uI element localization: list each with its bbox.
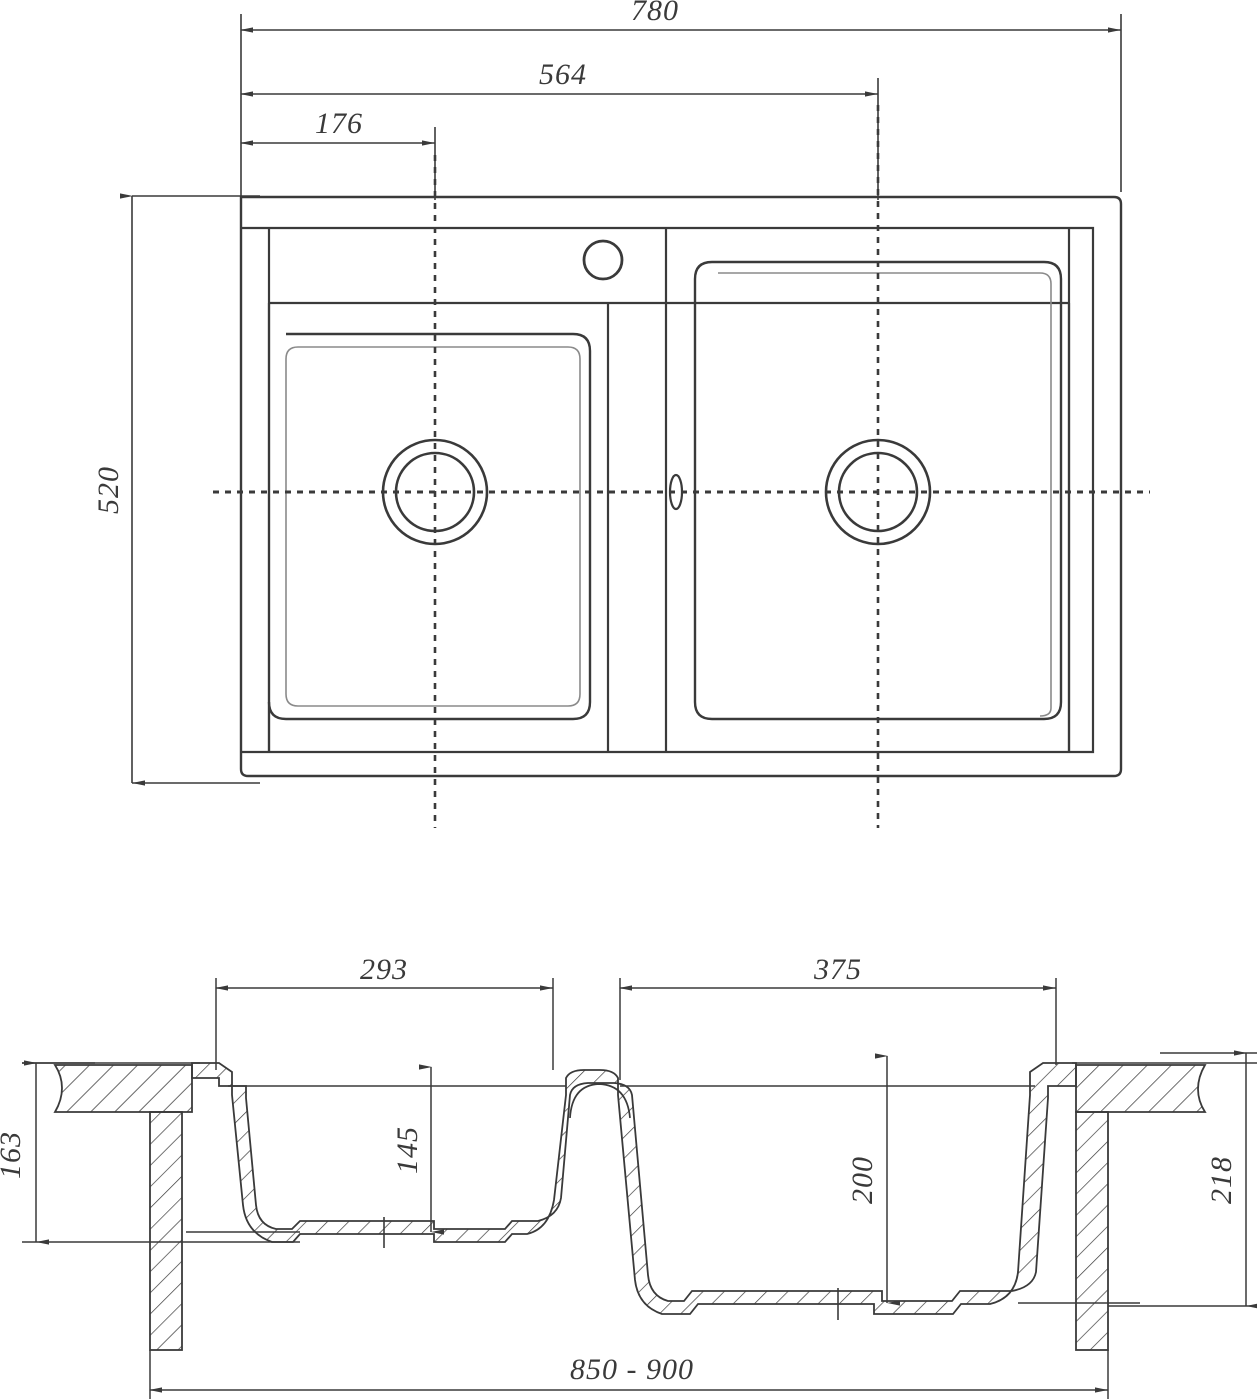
divider-arch <box>569 1083 631 1119</box>
countertop-left <box>53 1064 193 1351</box>
dimension-520: 520 <box>92 193 260 786</box>
dimension-293: 293 <box>215 953 554 1070</box>
dimension-564: 564 <box>240 58 879 200</box>
dimension-375: 375 <box>619 953 1057 1080</box>
dimension-163-label: 163 <box>0 1131 27 1179</box>
dimension-176: 176 <box>240 107 436 200</box>
dimension-200: 200 <box>846 1053 900 1306</box>
center-divider <box>606 228 668 752</box>
sink-outer-rim <box>239 195 1123 778</box>
dimension-850-900: 850 - 900 <box>149 1350 1109 1399</box>
sink-section-body <box>191 1062 1077 1315</box>
dimension-145: 145 <box>391 1064 444 1235</box>
left-bowl-rim-inner <box>285 346 581 707</box>
dimension-850-900-label: 850 - 900 <box>570 1353 694 1386</box>
dimension-176-label: 176 <box>315 107 363 140</box>
left-bowl-rim-outer <box>267 332 592 721</box>
dimension-293-label: 293 <box>360 953 408 986</box>
dimension-780: 780 <box>240 0 1122 200</box>
right-bowl-rim-inner <box>718 272 1052 717</box>
dimension-520-label: 520 <box>92 466 125 514</box>
dimension-564-label: 564 <box>539 58 587 91</box>
dimension-163: 163 <box>0 1060 300 1245</box>
dimension-218: 218 <box>1108 1050 1257 1309</box>
dimension-145-label: 145 <box>391 1126 424 1174</box>
top-view: 780 564 176 520 <box>92 0 1150 828</box>
dimension-375-label: 375 <box>813 953 862 986</box>
dimension-218-label: 218 <box>1205 1156 1238 1204</box>
right-bowl-rim-outer <box>693 260 1063 721</box>
faucet-hole-icon <box>582 239 624 281</box>
dimension-200-label: 200 <box>846 1156 879 1204</box>
section-view: 293 375 <box>0 953 1257 1399</box>
dimension-780-label: 780 <box>631 0 679 27</box>
countertop-right <box>1075 1064 1207 1351</box>
left-bowl <box>267 332 592 721</box>
